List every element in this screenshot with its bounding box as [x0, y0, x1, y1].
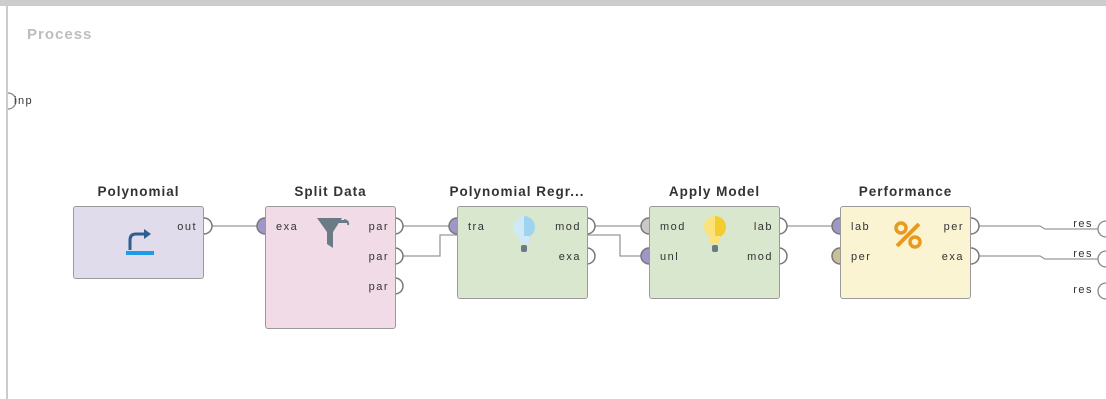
- port-performance-per-ring: [831, 247, 841, 265]
- port-label-mod-in: mod: [660, 221, 686, 233]
- result-port-3: [1097, 282, 1106, 300]
- port-label-per-out: per: [943, 221, 964, 233]
- canvas-left-border: [6, 6, 8, 399]
- operator-polynomial-regression[interactable]: tra mod exa: [457, 206, 588, 299]
- port-label-exa-out: exa: [941, 251, 964, 263]
- result-port-2: [1097, 250, 1106, 268]
- port-label-out: out: [177, 221, 197, 233]
- percent-icon: [894, 221, 922, 249]
- port-performance-per-out: [970, 217, 980, 235]
- port-label-mod: mod: [555, 221, 581, 233]
- result-port-label-3: res: [1073, 284, 1093, 296]
- port-apply-unl: [641, 248, 649, 264]
- process-title: Process: [27, 26, 93, 43]
- loop-arrow-icon: [126, 229, 154, 255]
- operator-polynomial[interactable]: out: [73, 206, 204, 279]
- port-regr-tra-ring: [448, 217, 458, 235]
- port-split-par1: [394, 217, 404, 235]
- canvas-top-border: [0, 0, 1106, 6]
- operator-name-performance: Performance: [858, 184, 953, 199]
- port-performance-lab-ring: [831, 217, 841, 235]
- operator-apply-model[interactable]: mod unl lab mod: [649, 206, 780, 299]
- port-apply-unl-ring: [640, 247, 650, 265]
- port-apply-mod: [641, 218, 649, 234]
- wire-performance-exa-to-res: [979, 255, 1100, 260]
- result-port-label-1: res: [1073, 218, 1093, 230]
- port-regr-mod: [586, 217, 596, 235]
- port-split-exa-ring: [256, 217, 266, 235]
- lightbulb-yellow-icon: [704, 216, 726, 252]
- port-apply-mod-out: [778, 247, 788, 265]
- operator-name-apply-model: Apply Model: [668, 184, 761, 199]
- port-regr-exa: [586, 247, 596, 265]
- operator-name-split-data: Split Data: [294, 184, 367, 199]
- port-performance-exa-out: [970, 247, 980, 265]
- lightbulb-blue-icon: [513, 216, 535, 252]
- input-port-label: inp: [14, 95, 34, 107]
- port-label-per-in: per: [851, 251, 872, 263]
- port-split-par3: [394, 277, 404, 295]
- port-label-par-3: par: [368, 281, 389, 293]
- wire-performance-per-to-res: [979, 225, 1100, 230]
- port-label-mod-out: mod: [747, 251, 773, 263]
- port-label-par-2: par: [368, 251, 389, 263]
- port-label-exa: exa: [276, 221, 299, 233]
- port-apply-lab: [778, 217, 788, 235]
- operator-name-polynomial-regression: Polynomial Regr...: [449, 184, 585, 199]
- operator-split-data[interactable]: exa par par par: [265, 206, 396, 329]
- port-performance-lab: [832, 218, 840, 234]
- port-split-par2: [394, 247, 404, 265]
- input-port-inp: [7, 92, 17, 110]
- port-label-tra: tra: [468, 221, 486, 233]
- port-label-exa: exa: [558, 251, 581, 263]
- result-port-label-2: res: [1073, 248, 1093, 260]
- port-split-exa: [257, 218, 265, 234]
- funnel-icon: [317, 218, 350, 248]
- operator-name-polynomial: Polynomial: [97, 184, 180, 199]
- port-label-par-1: par: [368, 221, 389, 233]
- operator-performance[interactable]: lab per per exa: [840, 206, 971, 299]
- result-port-1: [1097, 220, 1106, 238]
- port-performance-per: [832, 248, 840, 264]
- port-label-unl: unl: [660, 251, 680, 263]
- port-regr-tra: [449, 218, 457, 234]
- port-label-lab-in: lab: [851, 221, 871, 233]
- port-apply-mod-ring: [640, 217, 650, 235]
- port-polynomial-out: [203, 217, 213, 235]
- port-label-lab: lab: [753, 221, 773, 233]
